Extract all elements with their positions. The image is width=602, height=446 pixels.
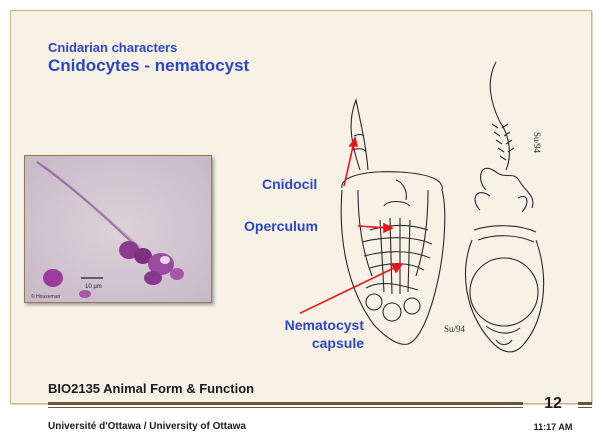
course-title: BIO2135 Animal Form & Function <box>48 381 254 396</box>
label-nematocyst-capsule: Nematocyst capsule <box>244 316 364 352</box>
photo-credit: © Houseman <box>31 293 60 300</box>
label-cnidocil: Cnidocil <box>262 176 317 192</box>
micrograph-photo: 10 µm © Houseman <box>24 155 212 303</box>
university-name: Université d'Ottawa / University of Otta… <box>48 421 246 432</box>
scale-bar-label: 10 µm <box>85 284 102 290</box>
page-number: 12 <box>530 395 576 413</box>
undischarged-nematocyst <box>341 100 445 344</box>
micrograph-image: 10 µm © Houseman <box>25 156 211 302</box>
drawing-signature-right: Su/94 <box>532 132 542 154</box>
drawing-signature-left: Su/94 <box>444 324 466 334</box>
slide-time: 11:17 AM <box>525 422 581 432</box>
label-operculum: Operculum <box>244 218 318 234</box>
footer-rule-right <box>578 402 592 405</box>
footer-rule-right-thin <box>578 407 592 408</box>
cnidocil-arrowhead <box>350 138 357 146</box>
slide-subtitle: Cnidarian characters <box>48 40 177 55</box>
slide-title: Cnidocytes - nematocyst <box>48 56 249 76</box>
footer-rule-thin <box>48 407 523 408</box>
label-capsule-line2: capsule <box>244 334 364 352</box>
cnidocil-arrow <box>344 142 354 186</box>
discharged-nematocyst <box>466 62 544 352</box>
label-capsule-line1: Nematocyst <box>244 316 364 334</box>
footer-rule <box>48 402 523 405</box>
